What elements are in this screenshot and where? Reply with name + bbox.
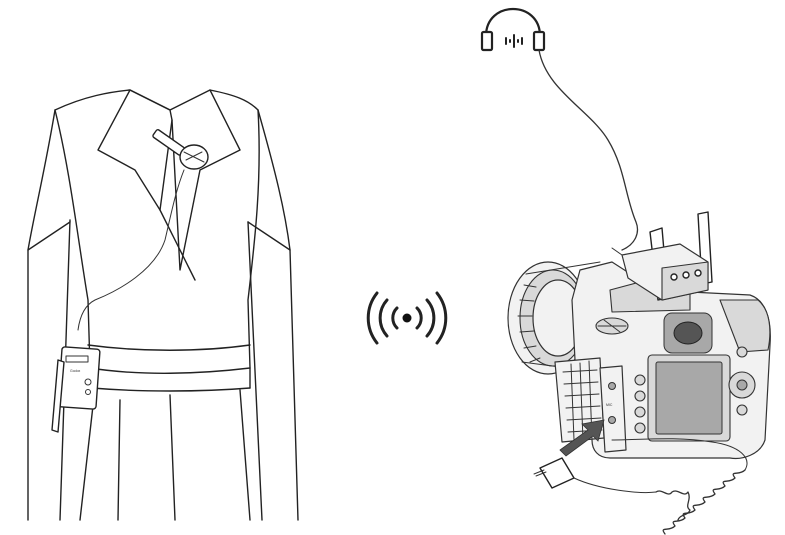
camera-port-label: MIC <box>606 403 613 407</box>
collar <box>97 89 173 211</box>
coiled-cable <box>533 438 748 535</box>
headphones-icon <box>480 7 639 251</box>
wireless-receiver <box>611 211 713 301</box>
transmitter-pack: Godox <box>51 346 101 433</box>
dslr-camera: MIC <box>507 261 771 460</box>
right-sleeve-inner <box>247 221 263 521</box>
camera-grip <box>719 299 771 353</box>
person-figure: Godox <box>27 89 299 521</box>
left-sleeve <box>27 109 56 521</box>
right-sleeve <box>257 109 299 521</box>
transmitter-brand: Godox <box>70 369 81 373</box>
wireless-signal-icon <box>366 291 448 345</box>
trousers <box>79 387 251 521</box>
arrow-icon <box>559 419 605 457</box>
waistband <box>87 344 251 351</box>
camera-lens <box>507 261 601 375</box>
lavalier-microphone <box>77 129 209 331</box>
